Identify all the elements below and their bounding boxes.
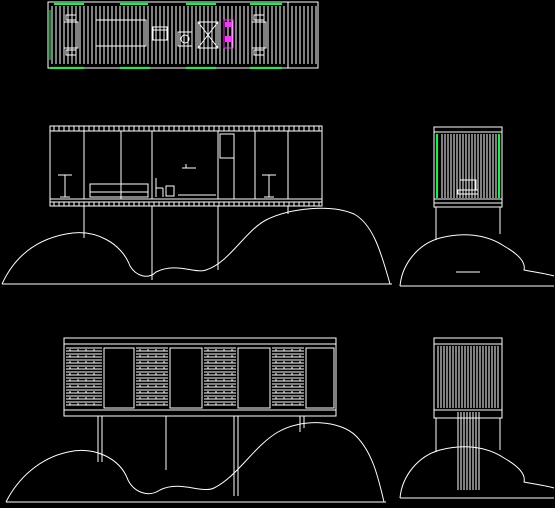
end-elevation-view — [399, 337, 555, 499]
plan-chair-left-top — [65, 14, 77, 21]
elevation-window-4 — [305, 347, 335, 409]
elevation-window-2 — [169, 347, 203, 409]
plan-shower — [197, 21, 219, 49]
elevation-long-rock-terrain — [5, 422, 385, 503]
longitudinal-section-view — [1, 125, 392, 285]
plan-chair-right-top — [253, 14, 265, 21]
cross-wall-slats — [441, 134, 497, 198]
elevation-long-outline — [63, 337, 337, 417]
section-bath-cabinet — [219, 133, 235, 159]
plan-kitchen-unit — [223, 19, 234, 49]
elevation-long-louvre-panels — [66, 347, 304, 406]
plan-bed — [95, 19, 147, 47]
end-elevation-stair — [457, 412, 480, 490]
plan-kitchen-sink — [225, 36, 232, 42]
plan-table-left — [63, 21, 79, 49]
cross-section-view — [399, 126, 555, 287]
section-long-floor-joists — [53, 202, 320, 206]
plan-shower-x2 — [197, 21, 219, 49]
elevation-window-3 — [237, 347, 271, 409]
end-elevation-outline — [433, 337, 503, 419]
end-elevation-slats — [437, 346, 499, 408]
plan-outline — [47, 1, 319, 69]
section-long-roof-joists — [53, 126, 320, 131]
section-long-rock-terrain — [1, 207, 391, 285]
end-rock-terrain — [399, 446, 555, 499]
section-bed-base — [89, 191, 149, 198]
plan-toilet-box — [177, 31, 193, 47]
plan-toilet-bowl — [180, 34, 190, 44]
plan-chair-right-bottom — [253, 49, 265, 56]
longitudinal-elevation-view — [5, 337, 386, 503]
section-long-outline — [49, 125, 323, 207]
cross-rock-terrain — [399, 234, 555, 287]
plan-armchair — [152, 26, 168, 41]
cross-furniture-base — [457, 189, 479, 195]
elevation-window-1 — [103, 347, 135, 409]
plan-chair-left-bottom — [65, 49, 77, 56]
section-toilet — [165, 185, 175, 197]
floor-plan-view — [47, 1, 319, 69]
plan-table-right — [251, 21, 267, 49]
plan-kitchen-hob — [225, 22, 232, 27]
cross-section-outline — [433, 126, 503, 208]
